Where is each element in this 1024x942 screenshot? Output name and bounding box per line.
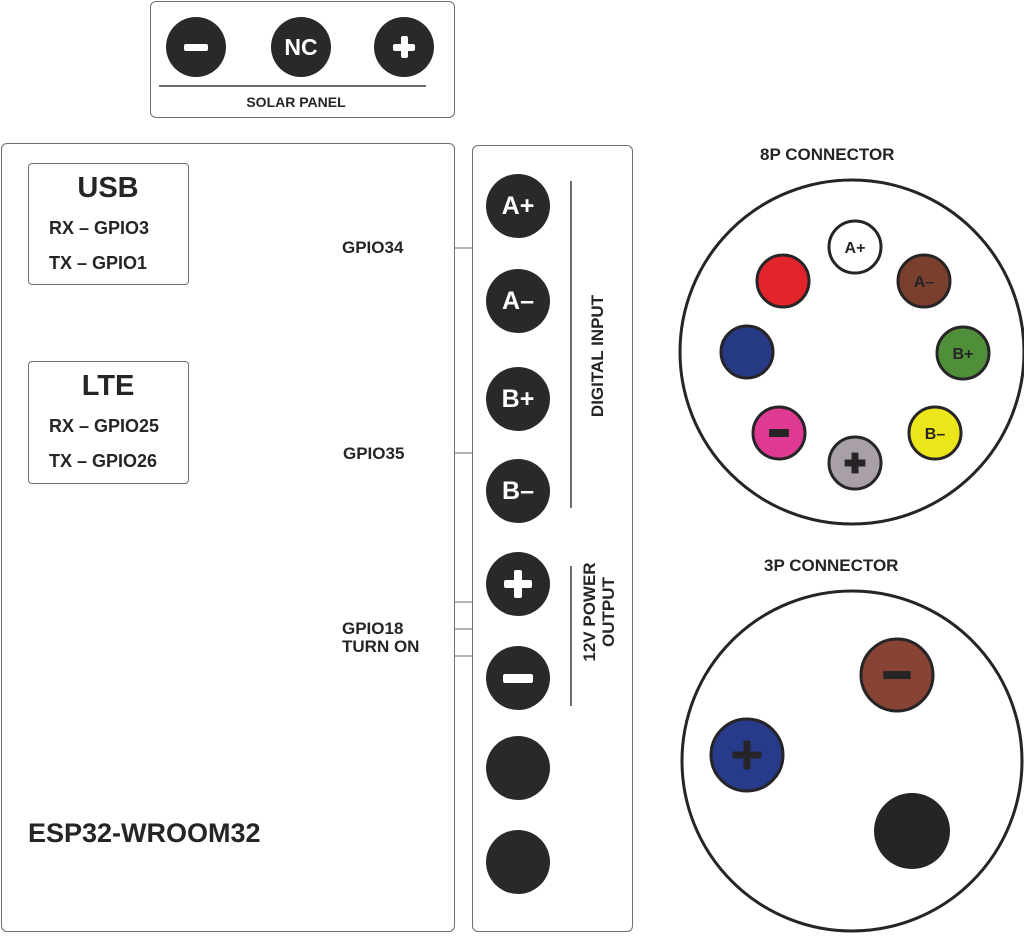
gpio18-label: GPIO18 TURN ON — [342, 620, 419, 656]
terminal-pin-12v-minus — [486, 646, 550, 710]
lte-rx: RX – GPIO25 — [49, 416, 160, 436]
connector-3p — [680, 589, 1024, 933]
connector-8p-pin-2: A– — [896, 253, 952, 309]
terminal-pin-7 — [486, 736, 550, 800]
connector-8p-pin-3-body — [935, 325, 991, 381]
solar-pin-minus — [166, 17, 226, 77]
solar-pin-plus — [374, 17, 434, 77]
connector-3p-title: 3P CONNECTOR — [764, 556, 899, 575]
solar-pin-nc: NC — [271, 17, 331, 77]
connector-8p-pin-4-body — [907, 405, 963, 461]
pin-label: A– — [502, 286, 534, 315]
connector-8p-pin-2-label: A– — [914, 274, 935, 291]
solar-panel-title: SOLAR PANEL — [246, 94, 346, 110]
connector-8p-pin-1-body — [827, 219, 883, 275]
connector-3p-pin-1 — [859, 637, 935, 713]
wire-gpio35 — [455, 452, 473, 454]
connector-8p-pin-5 — [827, 435, 883, 491]
terminal-pin-b-plus: B+ — [486, 367, 550, 431]
terminal-block: A+ A– B+ B– DIGITAL INPUT 12V POWER OUTP… — [472, 145, 633, 932]
power-output-label-line1: 12V POWER — [580, 562, 599, 662]
wire-gpio34 — [455, 247, 473, 249]
terminal-pin-a-plus: A+ — [486, 174, 550, 238]
connector-8p-pin-7-body — [719, 324, 775, 380]
connector-8p-pin-8 — [755, 253, 811, 309]
gpio18-label-line1: GPIO18 — [342, 619, 404, 638]
terminal-pin-12v-plus — [486, 552, 550, 616]
connector-8p-pin-3: B+ — [935, 325, 991, 381]
plus-icon — [504, 570, 532, 598]
connector-8p-pin-2-body — [896, 253, 952, 309]
power-output-divider — [570, 566, 572, 706]
pin-label: B+ — [501, 384, 535, 413]
terminal-pin-b-minus: B– — [486, 459, 550, 523]
wire-12v-plus — [455, 601, 473, 603]
connector-8p-pin-6 — [751, 405, 807, 461]
connector-3p-pin-2 — [709, 717, 785, 793]
pin-label: B– — [502, 476, 534, 505]
minus-icon — [883, 671, 911, 679]
connector-3p-pin-3 — [874, 793, 950, 869]
plus-icon — [393, 36, 415, 58]
connector-8p-title: 8P CONNECTOR — [760, 145, 895, 164]
connector-8p-pin-8-body — [755, 253, 811, 309]
wire-gpio18 — [455, 628, 473, 630]
gpio35-label: GPIO35 — [343, 444, 405, 463]
digital-input-divider — [570, 181, 572, 508]
lte-tx: TX – GPIO26 — [49, 451, 158, 471]
lte-box: LTE RX – GPIO25 TX – GPIO26 — [28, 361, 189, 484]
connector-8p-pin-1-label: A+ — [845, 240, 866, 257]
pin-label: A+ — [501, 191, 535, 220]
usb-title: USB — [77, 172, 139, 204]
connector-8p-pin-4-label: B– — [925, 426, 946, 443]
plus-icon — [844, 452, 866, 474]
wire-12v-minus — [455, 655, 473, 657]
usb-tx: TX – GPIO1 — [49, 253, 148, 273]
power-output-label: 12V POWER OUTPUT — [580, 552, 620, 672]
minus-icon — [184, 43, 208, 51]
plus-icon — [732, 740, 762, 770]
usb-rx: RX – GPIO3 — [49, 218, 150, 238]
connector-8p-pin-1: A+ — [827, 219, 883, 275]
digital-input-label: DIGITAL INPUT — [588, 294, 607, 418]
minus-icon — [769, 429, 789, 437]
minus-icon — [503, 673, 533, 683]
usb-box: USB RX – GPIO3 TX – GPIO1 — [28, 163, 189, 285]
terminal-pin-8 — [486, 830, 550, 894]
terminal-pin-a-minus: A– — [486, 269, 550, 333]
connector-8p-pin-3-label: B+ — [953, 346, 974, 363]
connector-8p-pin-7 — [719, 324, 775, 380]
connector-8p-pin-4: B– — [907, 405, 963, 461]
solar-pin-nc-label: NC — [284, 33, 318, 60]
solar-divider — [159, 85, 426, 87]
lte-title: LTE — [81, 370, 135, 402]
esp32-board: USB RX – GPIO3 TX – GPIO1 LTE RX – GPIO2… — [1, 143, 455, 932]
solar-panel-block: NC SOLAR PANEL — [150, 1, 455, 118]
power-output-label-line2: OUTPUT — [599, 577, 618, 647]
board-name: ESP32-WROOM32 — [28, 818, 261, 848]
gpio18-label-line2: TURN ON — [342, 637, 420, 656]
gpio34-label: GPIO34 — [342, 238, 404, 257]
connector-8p: A+ A– B+ B– — [678, 178, 1024, 526]
